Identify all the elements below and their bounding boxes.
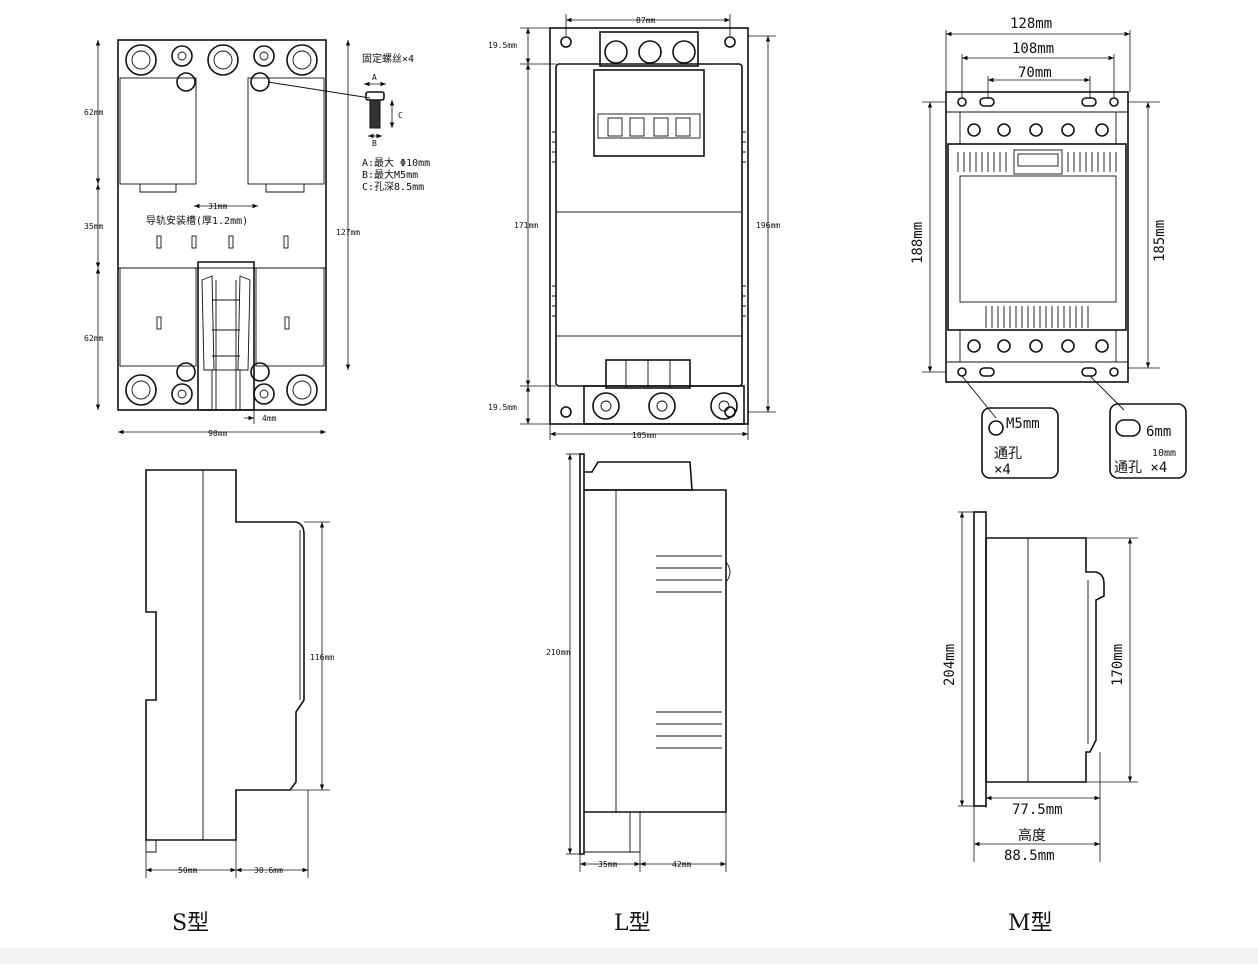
l-side-housing: [584, 489, 727, 813]
l-dim-196: 196mm: [756, 221, 780, 230]
s-screw-label-c: C: [398, 111, 403, 120]
m-hole-through-left: 通孔: [994, 446, 1022, 462]
s-side-dimensions: 116mm 50mm 30.6mm: [145, 521, 334, 878]
m-side-dimensions: 204mm 170mm 77.5mm 高度 88.5mm: [942, 511, 1138, 864]
s-front-compartment-bottom-right: [255, 267, 325, 367]
s-rail-note: 导轨安装槽(厚1.2mm): [146, 214, 248, 227]
bottom-strip: [0, 948, 1258, 964]
s-screw-label-b: B: [372, 139, 377, 148]
caption-m-type: M型: [1008, 911, 1053, 936]
m-height-label: 高度: [1018, 827, 1046, 844]
m-side-mounting-plate: [973, 511, 987, 807]
s-front-din-clip: [197, 261, 255, 411]
m-dim-170: 170mm: [1110, 644, 1126, 686]
m-front-hole-callout: M5mm 通孔 ×4: [961, 375, 1059, 479]
m-front-top-terminals: [967, 123, 1109, 137]
s-dim-62-bottom: 62mm: [84, 334, 103, 343]
l-dim-35: 35mm: [598, 860, 617, 869]
s-front-compartment-bottom-left: [119, 267, 197, 367]
l-front-breaker-window: [593, 69, 705, 157]
caption-s-type: S型: [172, 911, 209, 936]
s-front-bottom-terminals: [125, 362, 318, 406]
m-dim-128: 128mm: [1010, 16, 1052, 32]
s-front-screw-hole-top-left: [176, 72, 196, 92]
s-side-outline: [145, 469, 305, 841]
m-dim-70: 70mm: [1018, 65, 1052, 81]
m-dim-204: 204mm: [942, 644, 958, 686]
s-screw-note-a: A:最大 Φ10mm: [362, 156, 430, 169]
l-dim-171: 171mm: [514, 221, 538, 230]
s-dim-90: 90mm: [208, 429, 227, 438]
s-screw-title: 固定螺丝×4: [362, 52, 414, 65]
l-dim-19-5-top: 19.5mm: [488, 41, 517, 50]
s-dim-62-top: 62mm: [84, 108, 103, 117]
m-slot-through: 通孔 ×4: [1114, 460, 1167, 476]
m-front-mounting-plate: [945, 91, 1129, 383]
m-front-dimensions: 128mm 108mm 70mm 188mm 185mm: [910, 16, 1168, 373]
s-type-side-view: 116mm 50mm 30.6mm: [145, 469, 334, 878]
l-side-mounting-plate: [579, 453, 585, 855]
l-front-dimensions: 87mm 19.5mm 171mm 19.5mm 196mm 105mm: [488, 14, 780, 440]
l-front-housing: [555, 63, 743, 387]
s-screw-note-c: C:孔深8.5mm: [362, 181, 424, 193]
s-type-front-view: 固定螺丝×4 A B C A:最大 Φ10mm B:最大M5mm C:孔深8.5…: [84, 39, 430, 438]
l-side-dimensions: 210mm 35mm 42mm: [546, 453, 727, 872]
m-hole-m5: M5mm: [1006, 416, 1040, 432]
m-dim-108: 108mm: [1012, 41, 1054, 57]
m-dim-77-5: 77.5mm: [1012, 802, 1063, 818]
s-dim-30-6: 30.6mm: [254, 866, 283, 875]
m-type-front-view: 128mm 108mm 70mm 188mm 185mm M5mm 通孔 ×: [910, 16, 1187, 479]
s-dim-116: 116mm: [310, 653, 334, 662]
l-type-front-view: 87mm 19.5mm 171mm 19.5mm 196mm 105mm: [488, 14, 780, 440]
l-dim-210: 210mm: [546, 648, 570, 657]
caption-l-type: L型: [614, 911, 651, 936]
m-type-side-view: 204mm 170mm 77.5mm 高度 88.5mm: [942, 511, 1138, 864]
m-dim-185: 185mm: [1152, 220, 1168, 262]
m-slot-10: 10mm: [1152, 448, 1176, 459]
m-side-housing: [985, 537, 1105, 783]
m-front-panel: [959, 175, 1117, 303]
s-front-screw-hole-top-right: [250, 72, 270, 92]
s-dim-31: 31mm: [208, 202, 227, 211]
m-front-slot-callout: 6mm 10mm 通孔 ×4: [1089, 375, 1187, 479]
s-front-top-terminals: [125, 44, 318, 92]
l-type-side-view: 210mm 35mm 42mm: [546, 453, 731, 872]
l-dim-105: 105mm: [632, 431, 656, 440]
s-front-screw-detail: 固定螺丝×4 A B C A:最大 Φ10mm B:最大M5mm C:孔深8.5…: [267, 52, 430, 193]
s-screw-note-b: B:最大M5mm: [362, 168, 418, 181]
m-front-bottom-terminals: [967, 339, 1109, 353]
l-dim-87: 87mm: [636, 16, 655, 25]
l-front-mounting-plate: [549, 27, 749, 425]
s-front-compartment-top-left: [119, 77, 197, 185]
s-dim-127: 127mm: [336, 228, 360, 237]
s-front-rail-slots: [156, 235, 289, 249]
l-dim-42: 42mm: [672, 860, 691, 869]
m-slot-6: 6mm: [1146, 424, 1171, 440]
s-front-dimensions: 62mm 35mm 62mm 127mm 31mm 导轨安装槽(厚1.2mm) …: [84, 40, 360, 438]
s-front-screw-hole-bottom-left: [176, 362, 196, 382]
l-dim-19-5-bottom: 19.5mm: [488, 403, 517, 412]
s-front-compartment-top-right: [247, 77, 325, 185]
m-dim-188: 188mm: [910, 222, 926, 264]
s-dim-4: 4mm: [262, 414, 277, 423]
s-screw-label-a: A: [372, 73, 377, 82]
m-dim-88-5: 88.5mm: [1004, 848, 1055, 864]
s-dim-50: 50mm: [178, 866, 197, 875]
l-front-label-area: [555, 211, 743, 337]
s-dim-35: 35mm: [84, 222, 103, 231]
s-front-screw-hole-bottom-right: [250, 362, 270, 382]
m-hole-x4-left: ×4: [994, 462, 1011, 478]
